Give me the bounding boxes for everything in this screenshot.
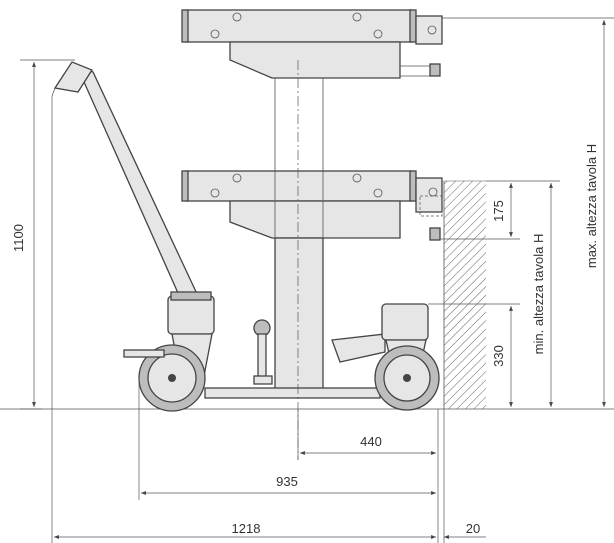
dim-175: 175 bbox=[440, 183, 520, 240]
lower-table bbox=[181, 170, 443, 241]
dim-20-label: 20 bbox=[466, 521, 480, 536]
dim-935: 935 bbox=[138, 378, 436, 500]
dim-440: 440 bbox=[300, 409, 439, 543]
tow-handle bbox=[51, 61, 199, 303]
dim-20: 20 bbox=[443, 409, 486, 543]
dim-min-height: min. altezza tavola H bbox=[486, 180, 560, 407]
dim-1218: 1218 bbox=[51, 96, 436, 543]
dim-max-height: max. altezza tavola H bbox=[442, 17, 614, 407]
dim-1218-label: 1218 bbox=[232, 521, 261, 536]
dim-175-label: 175 bbox=[491, 200, 506, 222]
lift-column bbox=[274, 78, 324, 391]
dim-440-label: 440 bbox=[360, 434, 382, 449]
dim-max-label: max. altezza tavola H bbox=[584, 144, 599, 268]
pedal bbox=[253, 319, 273, 385]
dim-1100: 1100 bbox=[11, 59, 75, 410]
rear-caster bbox=[374, 303, 440, 411]
dim-1100-label: 1100 bbox=[11, 224, 26, 252]
dim-935-label: 935 bbox=[276, 474, 298, 489]
dim-min-label: min. altezza tavola H bbox=[531, 234, 546, 355]
upper-table bbox=[181, 9, 443, 79]
dim-330-label: 330 bbox=[491, 345, 506, 367]
wall bbox=[443, 180, 486, 409]
front-caster bbox=[123, 291, 215, 412]
dim-330: 330 bbox=[428, 303, 520, 407]
